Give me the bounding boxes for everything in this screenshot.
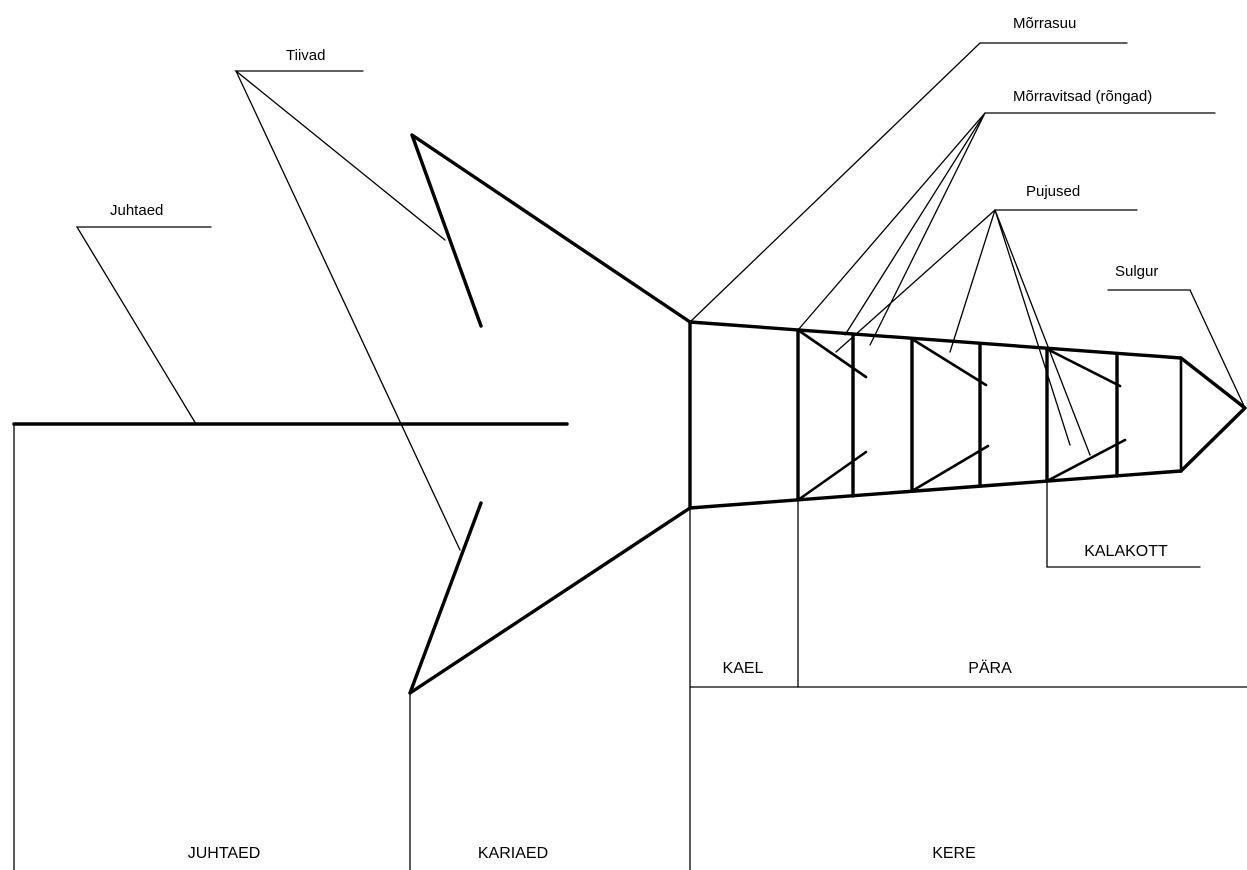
section-dividers <box>13 423 1247 870</box>
label-sulgur: Sulgur <box>1115 263 1158 280</box>
sulgur-pointer <box>1107 289 1246 409</box>
pujused-pointer-3 <box>994 209 1071 446</box>
morravitsad-pointer <box>797 112 1216 331</box>
morrasuu-pointer <box>689 42 1128 323</box>
labels: Tiivad Juhtaed Mõrrasuu Mõrravitsad (rõn… <box>110 15 1158 280</box>
section-kere: KERE <box>932 845 976 862</box>
funnel-3-lower <box>1045 438 1127 483</box>
funnel-3-upper <box>1045 347 1122 388</box>
upper-wing <box>410 133 692 328</box>
tiivad-pointer <box>234 70 446 241</box>
leader-lines <box>75 42 1246 551</box>
morravitsad-pointer-3 <box>869 112 986 346</box>
trap-body <box>688 320 1247 510</box>
pujused-pointer-4 <box>994 209 1091 456</box>
body-bottom-edge <box>688 469 1183 510</box>
section-names: KALAKOTT KAEL PÄRA JUHTAED KARIAED KERE <box>188 543 1168 862</box>
section-kariaed: KARIAED <box>478 845 548 862</box>
label-morravitsad: Mõrravitsad (rõngad) <box>1013 88 1152 105</box>
funnel-1-lower <box>796 450 868 502</box>
section-kael: KAEL <box>723 660 764 677</box>
closer-cone <box>1179 356 1247 473</box>
kalakott-bracket <box>1046 480 1201 568</box>
funnel-2-upper <box>910 337 988 387</box>
section-kalakott: KALAKOTT <box>1084 543 1168 560</box>
section-para: PÄRA <box>968 659 1012 677</box>
label-pujused: Pujused <box>1026 183 1080 200</box>
label-morrasuu: Mõrrasuu <box>1013 15 1076 32</box>
funnels <box>796 328 1127 502</box>
label-juhtaed: Juhtaed <box>110 202 163 219</box>
funnel-2-lower <box>910 444 990 493</box>
pujused-pointer-2 <box>835 209 996 353</box>
juhtaed-pointer <box>75 226 212 425</box>
tiivad-pointer-lower <box>235 70 461 551</box>
label-tiivad: Tiivad <box>286 47 325 64</box>
section-juhtaed: JUHTAED <box>188 845 261 862</box>
morravitsad-pointer-2 <box>844 112 986 336</box>
body-top-edge <box>688 320 1183 360</box>
wings <box>408 133 692 695</box>
funnel-1-upper <box>796 328 868 379</box>
pujused-pointer <box>949 209 1138 353</box>
